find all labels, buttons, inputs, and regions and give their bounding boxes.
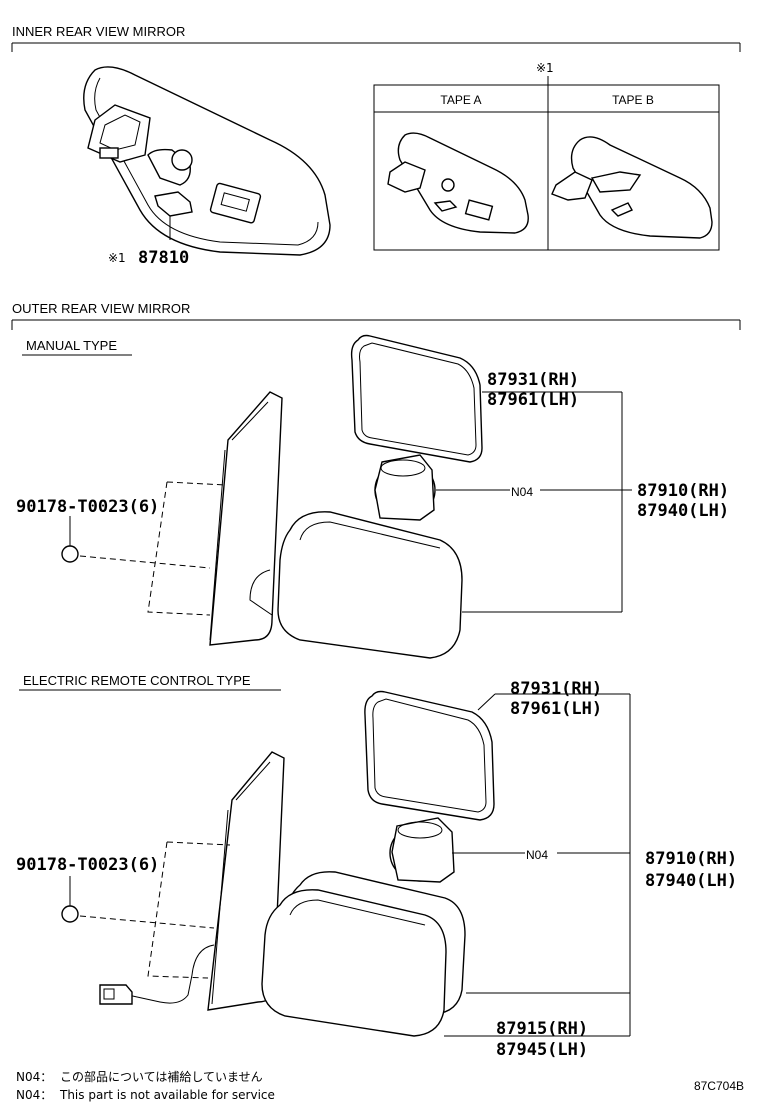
electric-cover-lh: 87945(LH) [496,1040,588,1060]
figure-code: 87C704B [694,1079,744,1093]
inner-mark-ref: ※1 [108,251,126,265]
electric-mirror-body [99,751,466,1037]
tape-table [373,84,720,251]
manual-mirror-body [209,391,463,659]
manual-type-label: MANUAL TYPE [26,338,117,353]
electric-assy-rh: 87910(RH) [645,849,737,869]
manual-motor-note: N04 [511,485,533,499]
electric-assy-lh: 87940(LH) [645,871,737,891]
electric-cap [61,876,79,923]
note-en-text: This part is not available for service [59,1088,275,1102]
manual-cap-part-number: 90178-T0023(6) [16,497,159,517]
tape-b-illustration [551,136,713,239]
tape-b-label: TAPE B [612,93,654,107]
electric-cap-part-number: 90178-T0023(6) [16,855,159,875]
electric-glass-lh: 87961(LH) [510,699,602,719]
tape-a-illustration [387,132,529,234]
manual-cap [61,516,79,563]
tape-box-ref-mark: ※1 [536,61,554,75]
electric-leaders [79,693,631,1037]
note-en-label: N04： [16,1088,52,1102]
manual-mirror-glass [350,334,483,463]
inner-mirror-illustration [83,66,331,256]
manual-assy-lh: 87940(LH) [637,501,729,521]
manual-glass-lh: 87961(LH) [487,390,579,410]
manual-leaders [79,391,632,616]
note-jp-text: この部品については補給していません [60,1069,263,1084]
inner-section-title: INNER REAR VIEW MIRROR [12,24,185,39]
inner-mirror-part-number: 87810 [138,248,189,268]
outer-section-bracket [11,319,741,330]
electric-mirror-glass [364,690,495,821]
electric-mirror-motor [389,817,455,883]
electric-cover-rh: 87915(RH) [496,1019,588,1039]
electric-type-label: ELECTRIC REMOTE CONTROL TYPE [23,673,251,688]
inner-section-bracket [11,42,741,52]
electric-motor-note: N04 [526,848,548,862]
electric-glass-rh: 87931(RH) [510,679,602,699]
manual-glass-rh: 87931(RH) [487,370,579,390]
tape-a-label: TAPE A [440,93,481,107]
note-jp-label: N04： [16,1070,52,1084]
manual-mirror-motor [374,454,436,521]
manual-assy-rh: 87910(RH) [637,481,729,501]
outer-section-title: OUTER REAR VIEW MIRROR [12,301,190,316]
